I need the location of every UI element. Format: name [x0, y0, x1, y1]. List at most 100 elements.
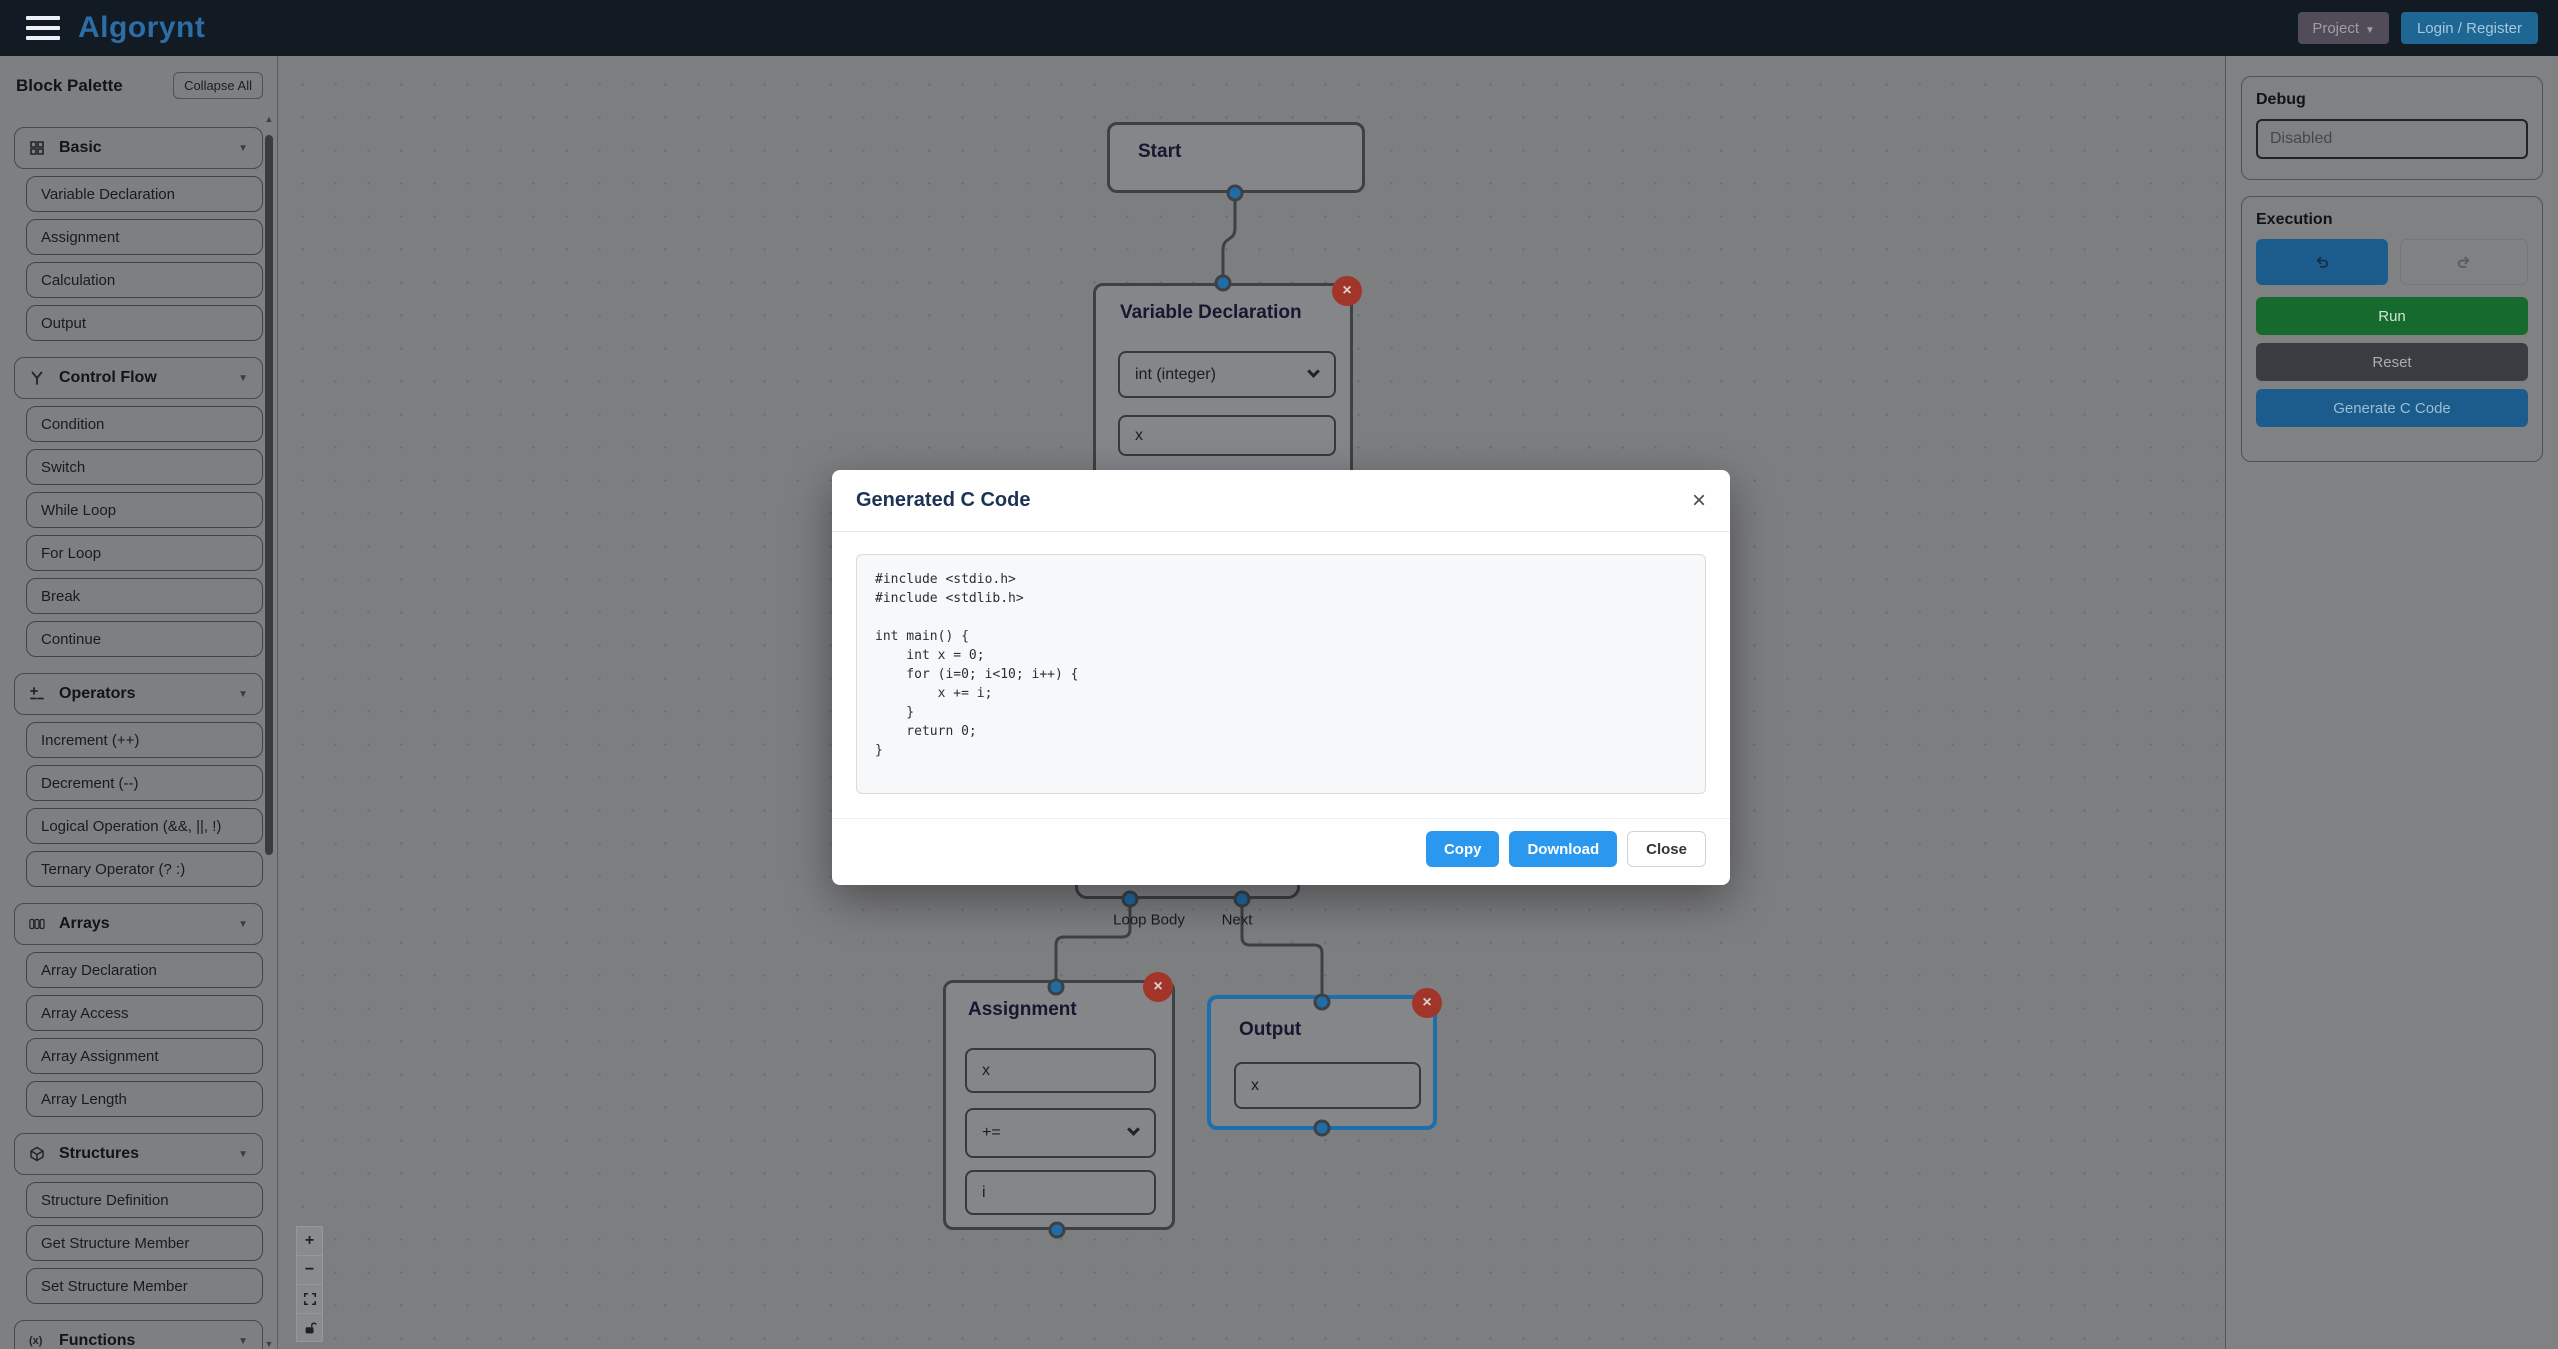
palette-item-for-loop[interactable]: For Loop: [26, 535, 263, 571]
debug-mode-select[interactable]: Disabled: [2256, 119, 2528, 159]
type-select[interactable]: int (integer): [1118, 351, 1336, 398]
palette-item-variable-declaration[interactable]: Variable Declaration: [26, 176, 263, 212]
category-label: Basic: [59, 139, 102, 156]
palette-item-structure-definition[interactable]: Structure Definition: [26, 1182, 263, 1218]
zoom-out-button[interactable]: −: [296, 1255, 323, 1284]
download-button[interactable]: Download: [1509, 831, 1618, 867]
palette-category-functions[interactable]: (x)Functions▼: [14, 1320, 263, 1349]
chevron-down-icon: ▼: [238, 688, 248, 700]
collapse-all-button[interactable]: Collapse All: [173, 72, 263, 99]
chevron-down-icon: ▼: [238, 1335, 248, 1347]
palette-item-condition[interactable]: Condition: [26, 406, 263, 442]
palette-item-array-declaration[interactable]: Array Declaration: [26, 952, 263, 988]
palette-scrollbar[interactable]: ▲ ▼: [263, 114, 275, 1349]
chevron-down-icon: ▼: [238, 372, 248, 384]
undo-button[interactable]: [2256, 239, 2388, 285]
chevron-down-icon: ▼: [2365, 24, 2375, 36]
fit-view-icon: [303, 1292, 316, 1306]
palette-item-switch[interactable]: Switch: [26, 449, 263, 485]
edge-start-to-vardecl: [1221, 193, 1237, 283]
palette-category-structures[interactable]: Structures▼: [14, 1133, 263, 1175]
connector-handle[interactable]: [1226, 184, 1244, 202]
run-button[interactable]: Run: [2256, 297, 2528, 335]
generated-code-block: #include <stdio.h> #include <stdlib.h> i…: [856, 554, 1706, 794]
plus-minus-icon: [29, 686, 47, 702]
zoom-in-button[interactable]: +: [296, 1226, 323, 1255]
connector-handle[interactable]: [1313, 1119, 1331, 1137]
palette-category-operators[interactable]: Operators▼: [14, 673, 263, 715]
palette-item-set-structure-member[interactable]: Set Structure Member: [26, 1268, 263, 1304]
node-title: Assignment: [968, 999, 1077, 1020]
chevron-down-icon: [1307, 364, 1320, 378]
palette-item-array-length[interactable]: Array Length: [26, 1081, 263, 1117]
palette-item-ternary-operator[interactable]: Ternary Operator (? :): [26, 851, 263, 887]
palette-category-control-flow[interactable]: Control Flow ▼: [14, 357, 263, 399]
close-button[interactable]: Close: [1627, 831, 1706, 867]
node-start[interactable]: Start: [1107, 122, 1365, 193]
hamburger-menu-icon[interactable]: [26, 16, 60, 40]
palette-category-arrays[interactable]: Arrays▼: [14, 903, 263, 945]
canvas-controls: + −: [296, 1226, 323, 1342]
fit-view-button[interactable]: [296, 1284, 323, 1313]
palette-item-output[interactable]: Output: [26, 305, 263, 341]
palette-item-break[interactable]: Break: [26, 578, 263, 614]
scroll-up-icon[interactable]: ▲: [264, 114, 274, 124]
edge-loopbody-to-assignment: [1054, 899, 1132, 987]
top-navbar: Algorynt Project▼ Login / Register: [0, 0, 2558, 56]
connector-handle[interactable]: [1214, 274, 1232, 292]
palette-item-array-access[interactable]: Array Access: [26, 995, 263, 1031]
palette-title: Block Palette: [16, 75, 123, 95]
delete-node-button[interactable]: ×: [1412, 988, 1442, 1018]
assignment-target-input[interactable]: x: [965, 1048, 1156, 1093]
delete-node-button[interactable]: ×: [1143, 972, 1173, 1002]
assignment-value-input[interactable]: i: [965, 1170, 1156, 1215]
login-register-button[interactable]: Login / Register: [2400, 12, 2538, 44]
connector-handle[interactable]: [1047, 978, 1065, 996]
connector-handle[interactable]: [1313, 993, 1331, 1011]
connector-handle-loop-body[interactable]: [1121, 890, 1139, 908]
chevron-down-icon: ▼: [238, 142, 248, 154]
execution-title: Execution: [2256, 211, 2333, 228]
node-variable-declaration[interactable]: Variable Declaration int (integer) x: [1093, 283, 1353, 489]
execution-sidebar: Debug Disabled Execution Run Reset Gener…: [2225, 56, 2558, 1349]
connector-handle-next[interactable]: [1233, 890, 1251, 908]
palette-item-logical-operation[interactable]: Logical Operation (&&, ||, !): [26, 808, 263, 844]
block-palette-sidebar: Block Palette Collapse All Basic ▼ Variabl…: [0, 56, 278, 1349]
palette-item-calculation[interactable]: Calculation: [26, 262, 263, 298]
node-output[interactable]: Output x: [1207, 995, 1437, 1130]
cube-icon: [29, 1146, 47, 1162]
palette-category-basic[interactable]: Basic ▼: [14, 127, 263, 169]
reset-button[interactable]: Reset: [2256, 343, 2528, 381]
palette-item-decrement[interactable]: Decrement (--): [26, 765, 263, 801]
palette-item-while-loop[interactable]: While Loop: [26, 492, 263, 528]
node-title: Variable Declaration: [1120, 302, 1302, 323]
category-label: Arrays: [59, 915, 110, 932]
redo-button[interactable]: [2400, 239, 2528, 285]
connector-handle[interactable]: [1048, 1221, 1066, 1239]
palette-item-array-assignment[interactable]: Array Assignment: [26, 1038, 263, 1074]
modal-close-icon[interactable]: ×: [1691, 486, 1706, 514]
palette-item-continue[interactable]: Continue: [26, 621, 263, 657]
node-title: Start: [1138, 141, 1182, 162]
lock-button[interactable]: [296, 1313, 323, 1342]
output-value-input[interactable]: x: [1234, 1062, 1421, 1109]
grid-icon: [29, 140, 47, 156]
project-menu-button[interactable]: Project▼: [2298, 12, 2389, 44]
variable-name-input[interactable]: x: [1118, 415, 1336, 456]
node-assignment[interactable]: Assignment x += i: [943, 980, 1175, 1230]
scroll-down-icon[interactable]: ▼: [264, 1339, 274, 1349]
palette-item-increment[interactable]: Increment (++): [26, 722, 263, 758]
category-label: Control Flow: [59, 369, 157, 386]
palette-item-get-structure-member[interactable]: Get Structure Member: [26, 1225, 263, 1261]
debug-title: Debug: [2256, 91, 2306, 108]
node-title: Output: [1239, 1019, 1302, 1040]
edge-next-to-output: [1240, 899, 1324, 1002]
scrollbar-thumb[interactable]: [265, 135, 273, 855]
chevron-down-icon: ▼: [238, 1148, 248, 1160]
generate-c-code-button[interactable]: Generate C Code: [2256, 389, 2528, 427]
array-cells-icon: [29, 916, 47, 932]
assignment-operator-select[interactable]: +=: [965, 1108, 1156, 1158]
copy-button[interactable]: Copy: [1425, 831, 1500, 867]
palette-item-assignment[interactable]: Assignment: [26, 219, 263, 255]
delete-node-button[interactable]: ×: [1332, 276, 1362, 306]
